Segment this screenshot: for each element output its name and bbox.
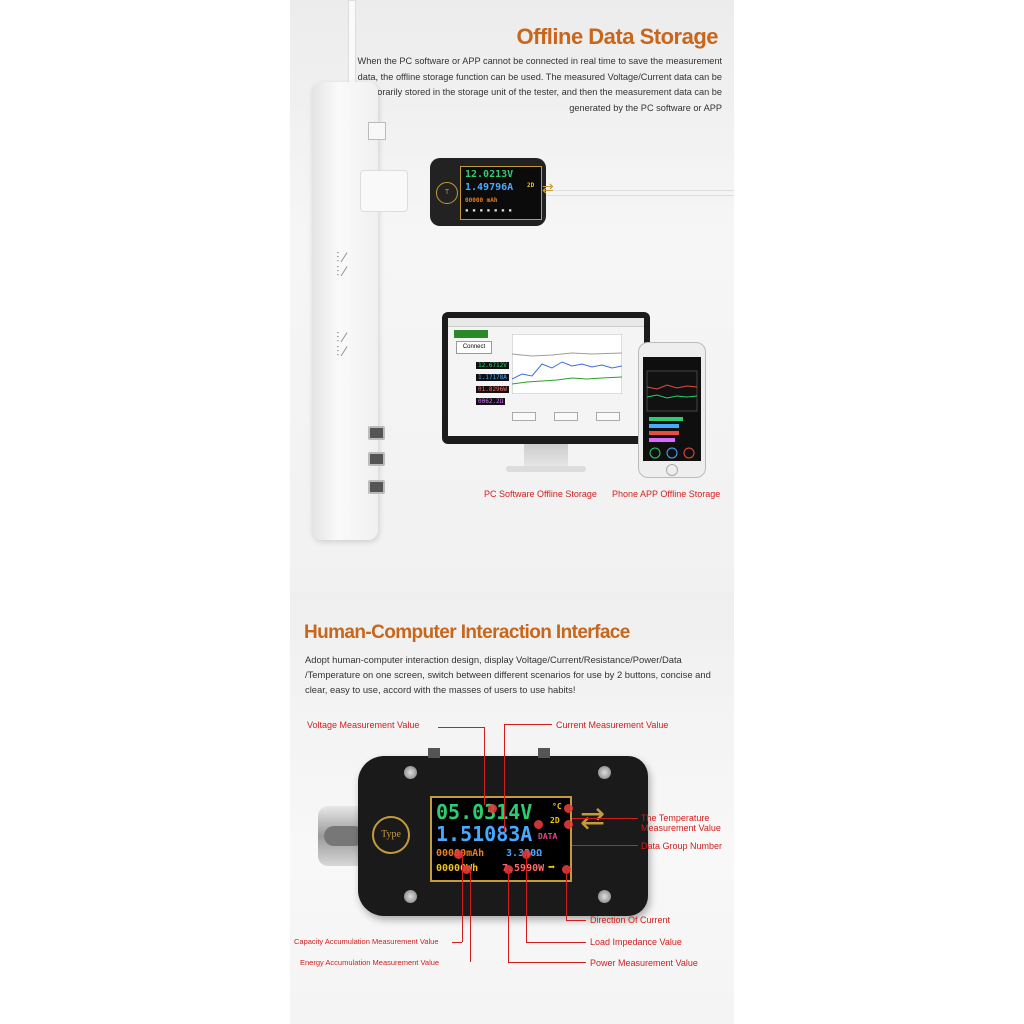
side-button: [428, 748, 440, 758]
pc-software-caption: PC Software Offline Storage: [484, 489, 597, 499]
callout-line: [438, 727, 484, 728]
pc-monitor: Connect 12.6712V 1.17178A 01.8296W 0062.…: [442, 312, 650, 444]
phone-app-caption: Phone APP Offline Storage: [612, 489, 721, 499]
small-meter-group: 2D: [527, 182, 535, 189]
usb-adapter: [360, 170, 408, 212]
phone-app-graph: [646, 370, 698, 459]
pc-power: 01.8296W: [476, 386, 509, 393]
usb-meter-large: Type 05.0314V °C 1.51083A 2D DATA 00000m…: [358, 748, 648, 916]
data-group-callout: Data Group Number: [641, 841, 723, 851]
window-titlebar: [448, 318, 644, 327]
meter-power: 7.5990W: [502, 863, 545, 874]
next-page-button[interactable]: [596, 412, 620, 421]
type-c-logo: T: [436, 182, 458, 204]
connect-status-badge: [454, 330, 488, 338]
current-direction-arrow-icon: ➡: [548, 860, 556, 874]
power-cable: [348, 0, 356, 84]
callout-line: [526, 854, 527, 942]
phone-app-screen: [643, 357, 701, 461]
pc-graph: [512, 334, 622, 394]
callout-marker: [454, 850, 463, 859]
callout-marker: [534, 820, 543, 829]
hci-section: Human-Computer Interaction Interface Ado…: [290, 592, 734, 1024]
meter-temperature: °C: [552, 802, 562, 811]
usb-meter-small: T 12.0213V 1.49796A 2D 00000 mAh ▪ ▪ ▪ ▪…: [430, 158, 554, 226]
callout-line: [526, 942, 586, 943]
callout-marker: [564, 804, 573, 813]
switch-arrows-icon: ⇄: [542, 180, 554, 196]
meter-current: 1.51083A: [436, 822, 533, 846]
side-button: [538, 748, 550, 758]
switch-icon: [368, 122, 386, 140]
meter-data-label: DATA: [538, 832, 558, 841]
callout-line: [462, 854, 463, 942]
usb-port: [368, 426, 385, 440]
callout-line: [504, 724, 505, 832]
monitor-base: [506, 466, 586, 472]
small-meter-capacity: 00000 mAh: [465, 197, 498, 204]
screw: [404, 890, 417, 903]
offline-storage-description: When the PC software or APP cannot be co…: [356, 56, 722, 113]
screw: [598, 766, 611, 779]
usb-port: [368, 480, 385, 494]
direction-callout: Direction Of Current: [590, 915, 671, 925]
screw: [598, 890, 611, 903]
voltage-callout: Voltage Measurement Value: [307, 720, 420, 730]
home-button: [666, 464, 678, 476]
monitor-stand: [524, 444, 568, 468]
current-callout: Current Measurement Value: [556, 720, 669, 730]
callout-marker: [562, 865, 571, 874]
usb-port: [368, 452, 385, 466]
offline-storage-section: Offline Data Storage When the PC softwar…: [290, 0, 734, 592]
callout-line: [566, 920, 586, 921]
switch-arrows-icon: ⇄: [580, 802, 606, 835]
callout-line: [504, 724, 552, 725]
pc-voltage: 12.6712V: [476, 362, 509, 369]
callout-line: [572, 845, 638, 846]
callout-marker: [564, 820, 573, 829]
callout-line: [484, 727, 485, 805]
socket-icon: ⫶ ⁄⫶ ⁄: [336, 329, 346, 359]
small-meter-voltage: 12.0213V: [465, 169, 514, 180]
callout-line: [572, 818, 638, 819]
usb-cable: [546, 190, 734, 196]
type-c-logo: Type: [372, 816, 410, 854]
power-strip: [312, 82, 408, 540]
callout-marker: [488, 804, 497, 813]
capacity-callout: Capacity Accumulation Measurement Value: [294, 937, 439, 946]
meter-energy: 00000Wh: [436, 863, 479, 874]
callout-marker: [504, 865, 513, 874]
delete-data-button[interactable]: [554, 412, 578, 421]
callout-marker: [462, 865, 471, 874]
small-meter-screen: 12.0213V 1.49796A 2D 00000 mAh ▪ ▪ ▪ ▪ ▪…: [460, 166, 542, 220]
impedance-callout: Load Impedance Value: [590, 937, 682, 947]
callout-line: [566, 870, 567, 920]
callout-line: [508, 962, 586, 963]
temperature-callout: The Temperature Measurement Value: [641, 813, 721, 833]
screw: [404, 766, 417, 779]
offline-storage-heading: Offline Data Storage: [516, 24, 719, 49]
meter-data-group: 2D: [550, 816, 560, 825]
small-meter-current: 1.49796A: [465, 182, 514, 193]
hci-description: Adopt human-computer interaction design,…: [305, 654, 711, 695]
product-image-strip: Offline Data Storage When the PC softwar…: [290, 0, 734, 1024]
pc-current: 1.17178A: [476, 374, 509, 381]
callout-line: [508, 870, 509, 962]
power-callout: Power Measurement Value: [590, 958, 698, 968]
callout-line: [452, 942, 462, 943]
connect-button[interactable]: Connect: [456, 341, 492, 354]
energy-callout: Energy Accumulation Measurement Value: [300, 958, 440, 967]
plug-tongue: [324, 826, 364, 846]
small-meter-dots: ▪ ▪ ▪ ▪ ▪ ▪ ▪: [465, 207, 512, 214]
callout-line: [470, 870, 471, 962]
smartphone: [638, 342, 706, 478]
socket-icon: ⫶ ⁄⫶ ⁄: [336, 249, 346, 279]
previous-page-button[interactable]: [512, 412, 536, 421]
hci-heading: Human-Computer Interaction Interface: [304, 622, 630, 643]
pc-software-window: Connect 12.6712V 1.17178A 01.8296W 0062.…: [448, 318, 644, 436]
pc-resistance: 0062.2Ω: [476, 398, 506, 405]
